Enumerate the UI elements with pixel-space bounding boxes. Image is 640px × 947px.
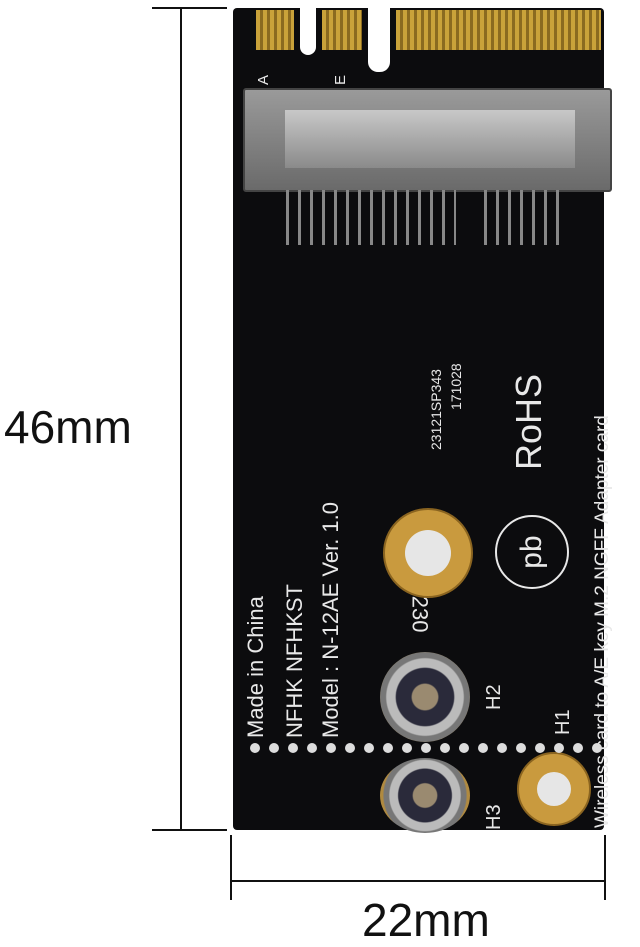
brand-label: NFHK NFHKST	[282, 584, 307, 738]
notch-e	[368, 0, 390, 72]
gold-fingers-e	[322, 10, 362, 50]
height-dimension-line	[180, 8, 182, 830]
gold-fingers-a	[256, 10, 294, 50]
connector-pins-right	[484, 190, 559, 245]
mount-hole-2230	[383, 508, 473, 598]
hole-label-h2: H2	[483, 684, 505, 710]
hole-label-h1: H1	[552, 709, 574, 735]
width-dimension-line	[230, 880, 606, 882]
connector-slot	[285, 110, 575, 168]
rohs-label: RoHS	[508, 373, 549, 470]
screw-h2	[380, 652, 470, 742]
width-right-tick	[604, 835, 606, 900]
width-label: 22mm	[362, 894, 490, 946]
made-in-label: Made in China	[243, 596, 268, 738]
model-label: Model : N-12AE Ver. 1.0	[318, 501, 343, 738]
key-label-a: A	[255, 74, 272, 85]
mount-hole-h1	[517, 752, 591, 826]
via-row	[250, 743, 602, 753]
date-code-label: 171028	[448, 363, 464, 410]
gold-fingers-main	[396, 10, 601, 50]
width-left-tick	[230, 835, 232, 900]
notch-a	[300, 0, 316, 55]
connector-pins-left	[286, 190, 456, 245]
pb-logo-text: pb	[515, 535, 548, 569]
description-label: Wireless card to A/E key M.2 NGFF Adapte…	[592, 415, 613, 828]
key-label-e: E	[332, 74, 349, 85]
screw-h3	[380, 758, 470, 833]
serial-label: 23121SP343	[428, 369, 444, 450]
height-top-tick	[152, 7, 227, 9]
pb-free-logo: pb	[495, 515, 569, 589]
height-label: 46mm	[4, 400, 132, 454]
hole-label-h3: H3	[483, 804, 505, 830]
height-bottom-tick	[152, 829, 227, 831]
